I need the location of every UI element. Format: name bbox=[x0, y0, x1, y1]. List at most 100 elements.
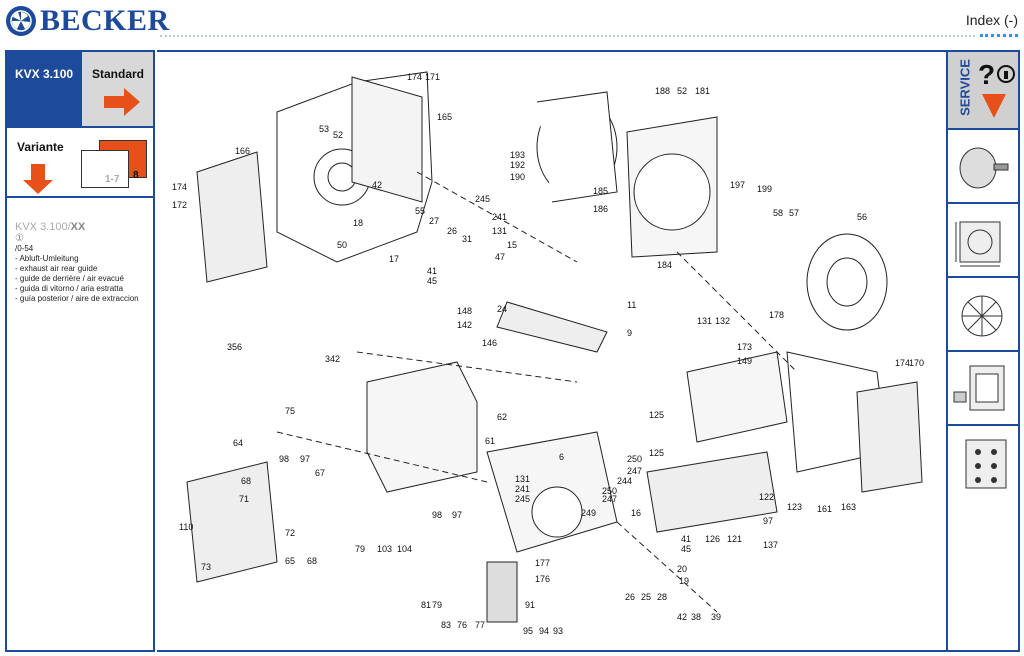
part-number-label: 77 bbox=[475, 620, 485, 630]
part-number-label: 24 bbox=[497, 304, 507, 314]
thumb-motor[interactable] bbox=[948, 128, 1018, 202]
service-label: SERVICE bbox=[957, 59, 973, 116]
part-number-label: 79 bbox=[432, 600, 442, 610]
left-panel: KVX 3.100 Standard Variante 1-7 8 KVX 3.… bbox=[5, 50, 155, 652]
info-line: - guida di vitorno / aria estratta bbox=[15, 284, 124, 293]
part-number-label: 71 bbox=[239, 494, 249, 504]
motor-dimensions-icon bbox=[955, 221, 1001, 267]
part-number-label: 184 bbox=[657, 260, 672, 270]
part-number-label: 131 bbox=[697, 316, 712, 326]
part-number-label: 20 bbox=[677, 564, 687, 574]
part-number-label: 50 bbox=[337, 240, 347, 250]
thumb-terminal[interactable] bbox=[948, 424, 1018, 498]
becker-fan-icon bbox=[6, 6, 36, 36]
part-number-label: 126 bbox=[705, 534, 720, 544]
variant-info: KVX 3.100/XX ① /0-54 - Abluft-Umleitung … bbox=[15, 220, 153, 304]
part-number-label: 98 bbox=[432, 510, 442, 520]
part-number-label: 149 bbox=[737, 356, 752, 366]
part-number-label: 132 bbox=[715, 316, 730, 326]
part-number-label: 73 bbox=[201, 562, 211, 572]
housing-icon bbox=[953, 365, 1005, 411]
part-number-label: 45 bbox=[681, 544, 691, 554]
part-number-label: 53 bbox=[319, 124, 329, 134]
part-number-label: 110 bbox=[179, 522, 193, 532]
part-number-label: 28 bbox=[657, 592, 667, 602]
info-line: - guía posterior / aire de extraccion bbox=[15, 294, 139, 303]
part-number-label: 247 bbox=[602, 494, 617, 504]
motor-icon bbox=[959, 147, 1009, 189]
part-number-label: 121 bbox=[727, 534, 742, 544]
part-number-label: 52 bbox=[677, 86, 687, 96]
part-number-label: 6 bbox=[559, 452, 564, 462]
fan-icon bbox=[961, 295, 1003, 337]
part-number-label: 83 bbox=[441, 620, 451, 630]
part-number-label: 142 bbox=[457, 320, 472, 330]
part-number-label: 186 bbox=[593, 204, 608, 214]
part-number-label: 174 bbox=[172, 182, 187, 192]
part-number-label: 58 bbox=[773, 208, 783, 218]
part-number-label: 42 bbox=[677, 612, 687, 622]
part-number-label: 165 bbox=[437, 112, 452, 122]
part-number-label: 41 bbox=[681, 534, 691, 544]
part-number-label: 19 bbox=[679, 576, 689, 586]
part-number-label: 185 bbox=[593, 186, 608, 196]
standard-button[interactable]: Standard bbox=[82, 52, 153, 126]
part-number-label: 26 bbox=[625, 592, 635, 602]
service-button[interactable]: SERVICE ? bbox=[948, 52, 1018, 128]
part-number-label: 103 bbox=[377, 544, 392, 554]
part-number-label: 342 bbox=[325, 354, 340, 364]
part-number-label: 177 bbox=[535, 558, 550, 568]
thumb-housing[interactable] bbox=[948, 350, 1018, 424]
part-number-label: 97 bbox=[300, 454, 310, 464]
part-number-label: 190 bbox=[510, 172, 525, 182]
part-number-label: 197 bbox=[730, 180, 745, 190]
part-number-label: 16 bbox=[631, 508, 641, 518]
part-number-label: 166 bbox=[235, 146, 250, 156]
part-number-label: 174 bbox=[407, 72, 422, 82]
part-number-label: 104 bbox=[397, 544, 412, 554]
part-number-label: 56 bbox=[857, 212, 867, 222]
part-number-label: 176 bbox=[535, 574, 550, 584]
part-number-label: 91 bbox=[525, 600, 535, 610]
part-number-label: 68 bbox=[241, 476, 251, 486]
terminal-box-icon bbox=[965, 439, 1007, 489]
part-number-label: 161 bbox=[817, 504, 832, 514]
part-number-label: 31 bbox=[462, 234, 472, 244]
part-number-label: 25 bbox=[641, 592, 651, 602]
part-number-label: 163 bbox=[841, 502, 856, 512]
part-number-label: 93 bbox=[553, 626, 563, 636]
info-title: KVX 3.100/XX bbox=[15, 221, 86, 233]
part-number-label: 98 bbox=[279, 454, 289, 464]
part-number-label: 27 bbox=[429, 216, 439, 226]
part-number-label: 11 bbox=[627, 300, 636, 310]
variant-range: 1-7 bbox=[105, 174, 120, 185]
part-number-label: 41 bbox=[427, 266, 437, 276]
part-number-label: 250 bbox=[627, 454, 642, 464]
part-number-label: 188 bbox=[655, 86, 670, 96]
part-number-label: 97 bbox=[763, 516, 773, 526]
part-number-label: 174 bbox=[895, 358, 910, 368]
becker-logo: BECKER bbox=[6, 4, 170, 38]
arrow-right-icon bbox=[104, 88, 140, 116]
index-link[interactable]: Index (-) bbox=[965, 12, 1018, 28]
part-number-label: 122 bbox=[759, 492, 774, 502]
thumb-motor-dimensions[interactable] bbox=[948, 202, 1018, 276]
variante-label: Variante bbox=[17, 140, 64, 154]
part-number-label: 55 bbox=[415, 206, 425, 216]
model-box[interactable]: KVX 3.100 bbox=[7, 52, 82, 126]
variante-button[interactable]: Variante 1-7 8 bbox=[7, 126, 153, 198]
part-number-label: 64 bbox=[233, 438, 243, 448]
part-number-label: 81 bbox=[421, 600, 431, 610]
part-number-label: 245 bbox=[515, 494, 530, 504]
part-number-label: 97 bbox=[452, 510, 462, 520]
part-number-label: 65 bbox=[285, 556, 295, 566]
info-code: /0-54 bbox=[15, 244, 34, 253]
thumb-fan[interactable] bbox=[948, 276, 1018, 350]
part-number-label: 94 bbox=[539, 626, 549, 636]
variant-number: 8 bbox=[133, 170, 139, 181]
part-number-label: 244 bbox=[617, 476, 632, 486]
standard-label: Standard bbox=[92, 67, 145, 81]
part-number-label: 125 bbox=[649, 410, 664, 420]
